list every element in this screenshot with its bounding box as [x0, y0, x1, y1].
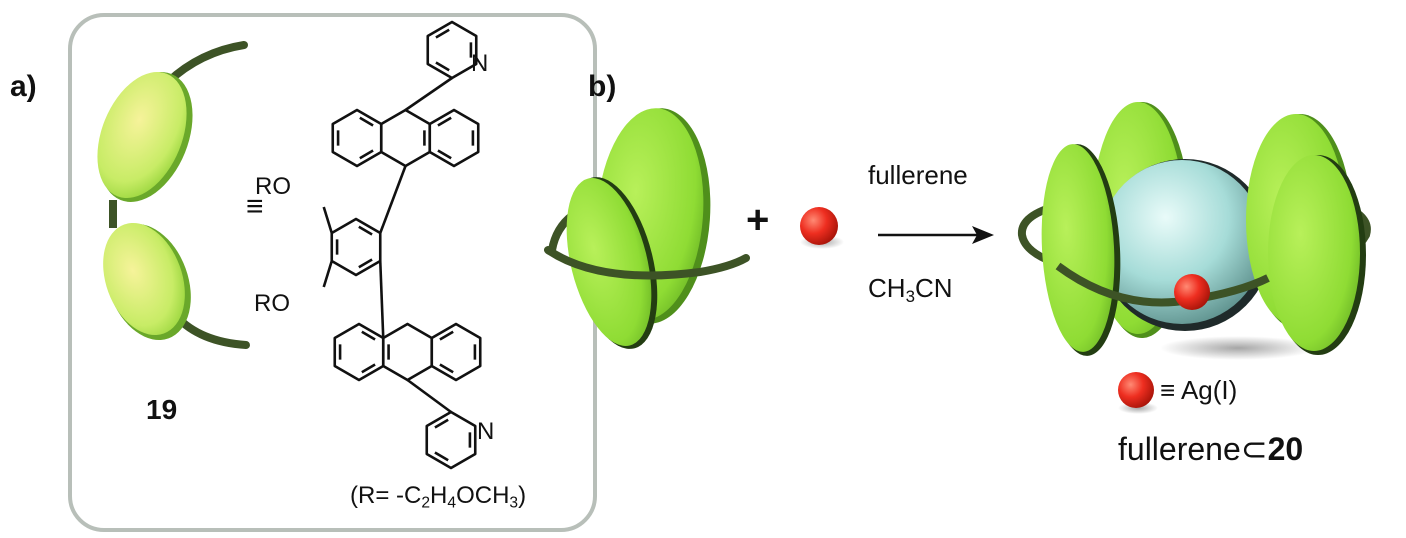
compound-19-structure — [322, 20, 482, 470]
compound-number-19: 19 — [146, 394, 178, 425]
anthracene-upper-ring-1-double-bond — [359, 149, 374, 160]
reagent-label: fullerene — [868, 160, 968, 190]
legend-silver-ion — [1118, 372, 1158, 414]
silver-ion-bound — [1174, 274, 1210, 310]
anthracene-upper-ring-1 — [331, 108, 383, 168]
anthracene-upper-ring-3-double-bond — [437, 149, 452, 160]
anthracene-lower-ring-1-double-bond — [361, 330, 376, 341]
pyridine-lower-ring-double-bond — [434, 451, 449, 462]
pyridine-lower-ring-double-bond — [434, 418, 449, 429]
r-group-definition: (R= -C2H4OCH3) — [350, 482, 527, 512]
plus-sign: + — [746, 198, 770, 242]
bond-benzene-anthracene-lower — [378, 260, 385, 339]
bond-anthracene-pyridine-upper — [404, 76, 453, 112]
anthracene-lower-ring-1-double-bond — [361, 363, 376, 374]
silver-ion-reactant — [800, 207, 844, 249]
central-benzene-ring — [330, 217, 382, 277]
panel-label-b: b) — [588, 70, 617, 103]
equivalence-symbol: ≡ — [246, 190, 264, 223]
pyridine-nitrogen-lower: N — [477, 418, 495, 445]
anthracene-lower-ring-2 — [381, 322, 434, 382]
anthracene-upper-ring-2 — [379, 108, 432, 168]
anthracene-lower-ring-1 — [333, 322, 385, 382]
central-benzene-ring-double-bond — [358, 258, 373, 269]
substituent-ro-upper: RO — [255, 173, 291, 200]
substituent-ro-lower: RO — [254, 290, 290, 317]
anthracene-upper-ring-1-double-bond — [359, 116, 374, 127]
bent-ligand-cartoon — [544, 108, 750, 349]
reaction-arrow — [878, 226, 994, 244]
compound-19-cartoon — [97, 41, 250, 349]
solvent-label: CH3CN — [868, 273, 953, 307]
central-benzene-ring-double-bond — [358, 225, 373, 236]
panel-label-a: a) — [10, 70, 37, 103]
product-label: fullerene⊂20 — [1118, 431, 1304, 467]
legend-label: ≡ Ag(I) — [1160, 375, 1238, 405]
anthracene-upper-ring-3 — [428, 108, 480, 168]
pyridine-upper-ring-double-bond — [435, 61, 450, 72]
pyridine-nitrogen-upper: N — [471, 50, 489, 77]
anthracene-lower-ring-3 — [430, 322, 482, 382]
pyridine-upper-ring-double-bond — [435, 28, 450, 39]
fullerene-20-complex — [1017, 102, 1371, 360]
bond-benzene-anthracene-upper — [379, 165, 407, 234]
pyridine-lower-ring — [425, 410, 477, 470]
pyridine-upper-ring — [426, 20, 478, 80]
anthracene-lower-ring-3-double-bond — [439, 330, 454, 341]
bond-oxygen-lower — [322, 260, 333, 288]
bond-anthracene-pyridine-lower — [406, 378, 452, 414]
bond-oxygen-upper — [322, 206, 333, 234]
anthracene-upper-ring-3-double-bond — [437, 116, 452, 127]
anthracene-lower-ring-3-double-bond — [439, 363, 454, 374]
